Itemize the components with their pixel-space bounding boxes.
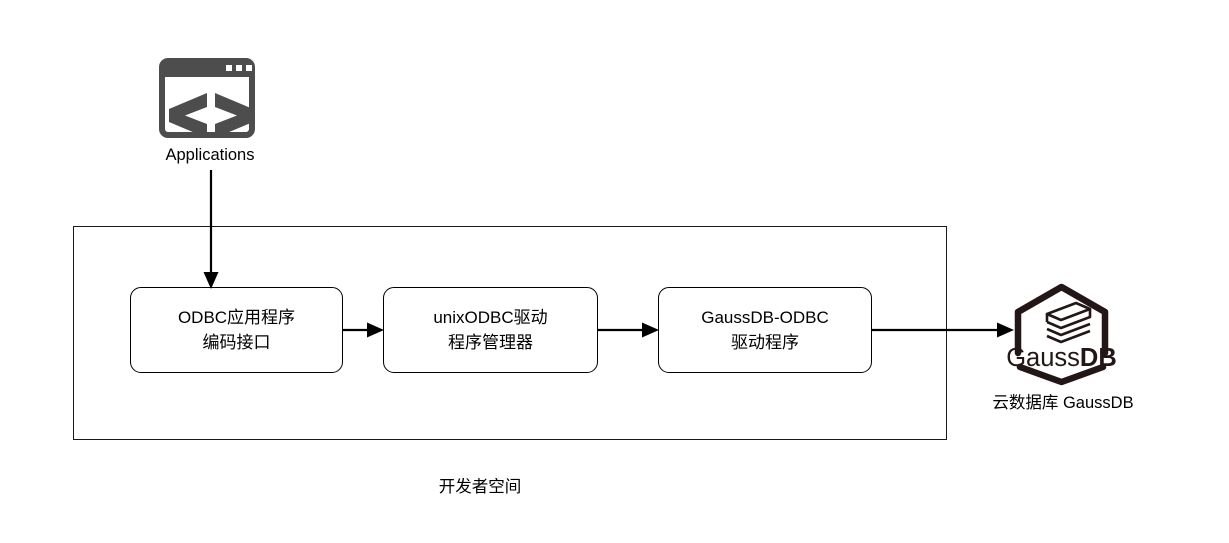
gaussdb-wordmark: GaussDB bbox=[1006, 344, 1117, 372]
gaussdb-caption: 云数据库 GaussDB bbox=[992, 394, 1134, 412]
code-window-icon bbox=[155, 55, 267, 145]
gaussdb-odbc-driver-box[interactable]: GaussDB-ODBC 驱动程序 bbox=[658, 287, 872, 373]
applications-label: Applications bbox=[165, 146, 255, 164]
odbc-api-box[interactable]: ODBC应用程序 编码接口 bbox=[130, 287, 343, 373]
hexagon-outline-icon bbox=[1014, 283, 1109, 386]
gaussdb-odbc-driver-box-label: GaussDB-ODBC 驱动程序 bbox=[701, 308, 829, 352]
stacked-layers-icon bbox=[1045, 301, 1092, 344]
unixodbc-driver-manager-box-label: unixODBC驱动 程序管理器 bbox=[433, 308, 548, 352]
gaussdb-wordmark-bold: DB bbox=[1080, 344, 1117, 372]
developer-space-caption: 开发者空间 bbox=[438, 478, 522, 496]
developer-space-container bbox=[73, 226, 947, 440]
odbc-api-box-label: ODBC应用程序 编码接口 bbox=[177, 308, 296, 352]
gaussdb-logo: GaussDB bbox=[1000, 281, 1123, 388]
unixodbc-driver-manager-box[interactable]: unixODBC驱动 程序管理器 bbox=[383, 287, 598, 373]
gaussdb-wordmark-light: Gauss bbox=[1006, 344, 1080, 372]
